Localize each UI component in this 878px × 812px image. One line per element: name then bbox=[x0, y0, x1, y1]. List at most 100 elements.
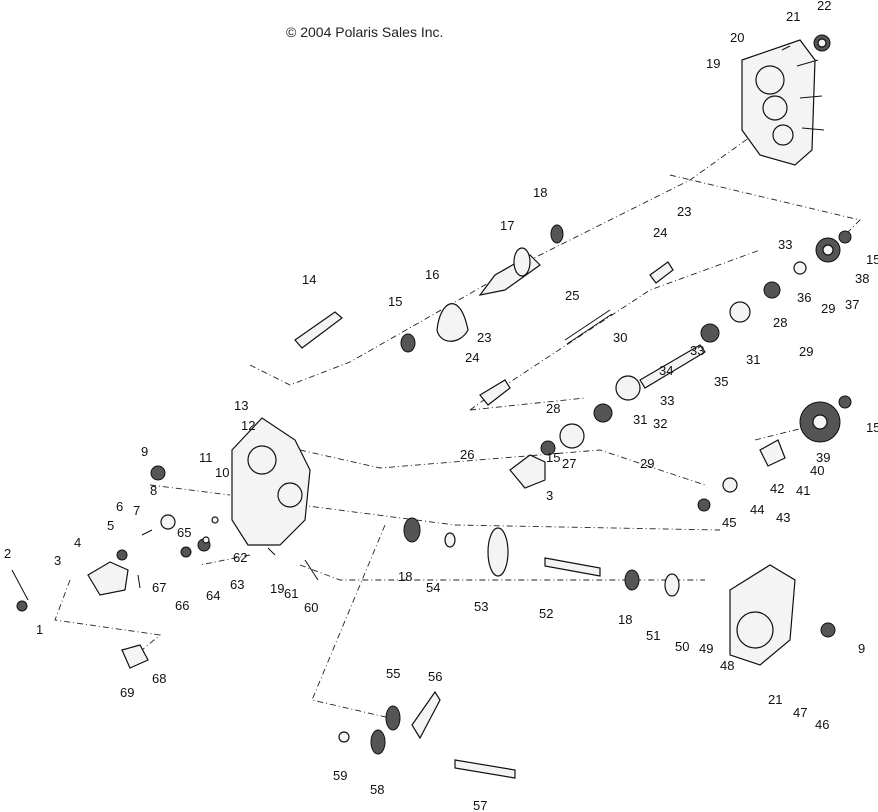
part-callout-28: 28 bbox=[773, 315, 787, 330]
part-callout-19: 19 bbox=[706, 56, 720, 71]
part-callout-14: 14 bbox=[302, 272, 316, 287]
part-callout-18: 18 bbox=[398, 569, 412, 584]
part-callout-31: 31 bbox=[746, 352, 760, 367]
part-callout-52: 52 bbox=[539, 606, 553, 621]
part-callout-68: 68 bbox=[152, 671, 166, 686]
part-callout-55: 55 bbox=[386, 666, 400, 681]
copyright-notice: © 2004 Polaris Sales Inc. bbox=[286, 24, 444, 40]
part-callout-1: 1 bbox=[36, 622, 43, 637]
part-callout-56: 56 bbox=[428, 669, 442, 684]
part-callout-49: 49 bbox=[699, 641, 713, 656]
part-callout-62: 62 bbox=[233, 550, 247, 565]
part-callout-16: 16 bbox=[425, 267, 439, 282]
part-callout-51: 51 bbox=[646, 628, 660, 643]
part-callout-19: 19 bbox=[270, 581, 284, 596]
part-callout-9: 9 bbox=[858, 641, 865, 656]
part-callout-18: 18 bbox=[533, 185, 547, 200]
part-callout-24: 24 bbox=[653, 225, 667, 240]
part-callout-53: 53 bbox=[474, 599, 488, 614]
part-callout-15: 15 bbox=[388, 294, 402, 309]
part-callout-2: 2 bbox=[4, 546, 11, 561]
part-callout-28: 28 bbox=[546, 401, 560, 416]
part-callout-57: 57 bbox=[473, 798, 487, 812]
main-shaft-assembly bbox=[403, 517, 680, 597]
part-callout-3: 3 bbox=[546, 488, 553, 503]
part-callout-31: 31 bbox=[633, 412, 647, 427]
part-callout-33: 33 bbox=[778, 237, 792, 252]
part-callout-29: 29 bbox=[640, 456, 654, 471]
gear-cover-assembly bbox=[697, 395, 852, 666]
part-callout-7: 7 bbox=[133, 503, 140, 518]
left-crankcase bbox=[231, 417, 311, 546]
part-callout-29: 29 bbox=[799, 344, 813, 359]
part-callout-63: 63 bbox=[230, 577, 244, 592]
part-callout-34: 34 bbox=[659, 363, 673, 378]
part-callout-35: 35 bbox=[714, 374, 728, 389]
upper-shaft-assembly bbox=[294, 224, 564, 353]
part-callout-42: 42 bbox=[770, 481, 784, 496]
part-callout-17: 17 bbox=[500, 218, 514, 233]
part-callout-3: 3 bbox=[54, 553, 61, 568]
part-callout-67: 67 bbox=[152, 580, 166, 595]
part-callout-5: 5 bbox=[107, 518, 114, 533]
part-callout-21: 21 bbox=[786, 9, 800, 24]
part-callout-13: 13 bbox=[234, 398, 248, 413]
part-callout-39: 39 bbox=[816, 450, 830, 465]
part-callout-29: 29 bbox=[821, 301, 835, 316]
part-callout-32: 32 bbox=[653, 416, 667, 431]
misc-fasteners bbox=[137, 516, 319, 589]
gear-train bbox=[509, 230, 852, 489]
part-callout-33: 33 bbox=[660, 393, 674, 408]
rear-cover-assembly bbox=[741, 34, 831, 166]
part-callout-43: 43 bbox=[776, 510, 790, 525]
part-callout-46: 46 bbox=[815, 717, 829, 732]
part-callout-33: 33 bbox=[690, 343, 704, 358]
part-callout-58: 58 bbox=[370, 782, 384, 797]
part-callout-22: 22 bbox=[817, 0, 831, 13]
part-callout-45: 45 bbox=[722, 515, 736, 530]
part-callout-20: 20 bbox=[730, 30, 744, 45]
output-shaft-assembly bbox=[338, 690, 516, 779]
part-callout-59: 59 bbox=[333, 768, 347, 783]
part-callout-6: 6 bbox=[116, 499, 123, 514]
part-callout-40: 40 bbox=[810, 463, 824, 478]
part-callout-15: 15 bbox=[546, 450, 560, 465]
part-callout-27: 27 bbox=[562, 456, 576, 471]
part-callout-18: 18 bbox=[618, 612, 632, 627]
part-callout-9: 9 bbox=[141, 444, 148, 459]
part-callout-23: 23 bbox=[677, 204, 691, 219]
part-callout-30: 30 bbox=[613, 330, 627, 345]
shift-rail-assembly bbox=[479, 261, 674, 406]
part-callout-60: 60 bbox=[304, 600, 318, 615]
part-callout-23: 23 bbox=[477, 330, 491, 345]
part-callout-10: 10 bbox=[215, 465, 229, 480]
part-callout-61: 61 bbox=[284, 586, 298, 601]
part-callout-12: 12 bbox=[241, 418, 255, 433]
part-callout-11: 11 bbox=[199, 450, 213, 465]
part-callout-65: 65 bbox=[177, 525, 191, 540]
part-callout-48: 48 bbox=[720, 658, 734, 673]
part-callout-50: 50 bbox=[675, 639, 689, 654]
part-callout-54: 54 bbox=[426, 580, 440, 595]
part-callout-44: 44 bbox=[750, 502, 764, 517]
part-callout-4: 4 bbox=[74, 535, 81, 550]
part-callout-21: 21 bbox=[768, 692, 782, 707]
part-callout-8: 8 bbox=[150, 483, 157, 498]
part-callout-47: 47 bbox=[793, 705, 807, 720]
part-callout-24: 24 bbox=[465, 350, 479, 365]
part-callout-64: 64 bbox=[206, 588, 220, 603]
shift-detent-assembly bbox=[11, 465, 211, 669]
part-callout-26: 26 bbox=[460, 447, 474, 462]
part-callout-37: 37 bbox=[845, 297, 859, 312]
part-callout-66: 66 bbox=[175, 598, 189, 613]
part-callout-38: 38 bbox=[855, 271, 869, 286]
part-callout-36: 36 bbox=[797, 290, 811, 305]
part-callout-25: 25 bbox=[565, 288, 579, 303]
part-callout-15: 15 bbox=[866, 420, 878, 435]
part-callout-15: 15 bbox=[866, 252, 878, 267]
part-callout-69: 69 bbox=[120, 685, 134, 700]
part-callout-41: 41 bbox=[796, 483, 810, 498]
